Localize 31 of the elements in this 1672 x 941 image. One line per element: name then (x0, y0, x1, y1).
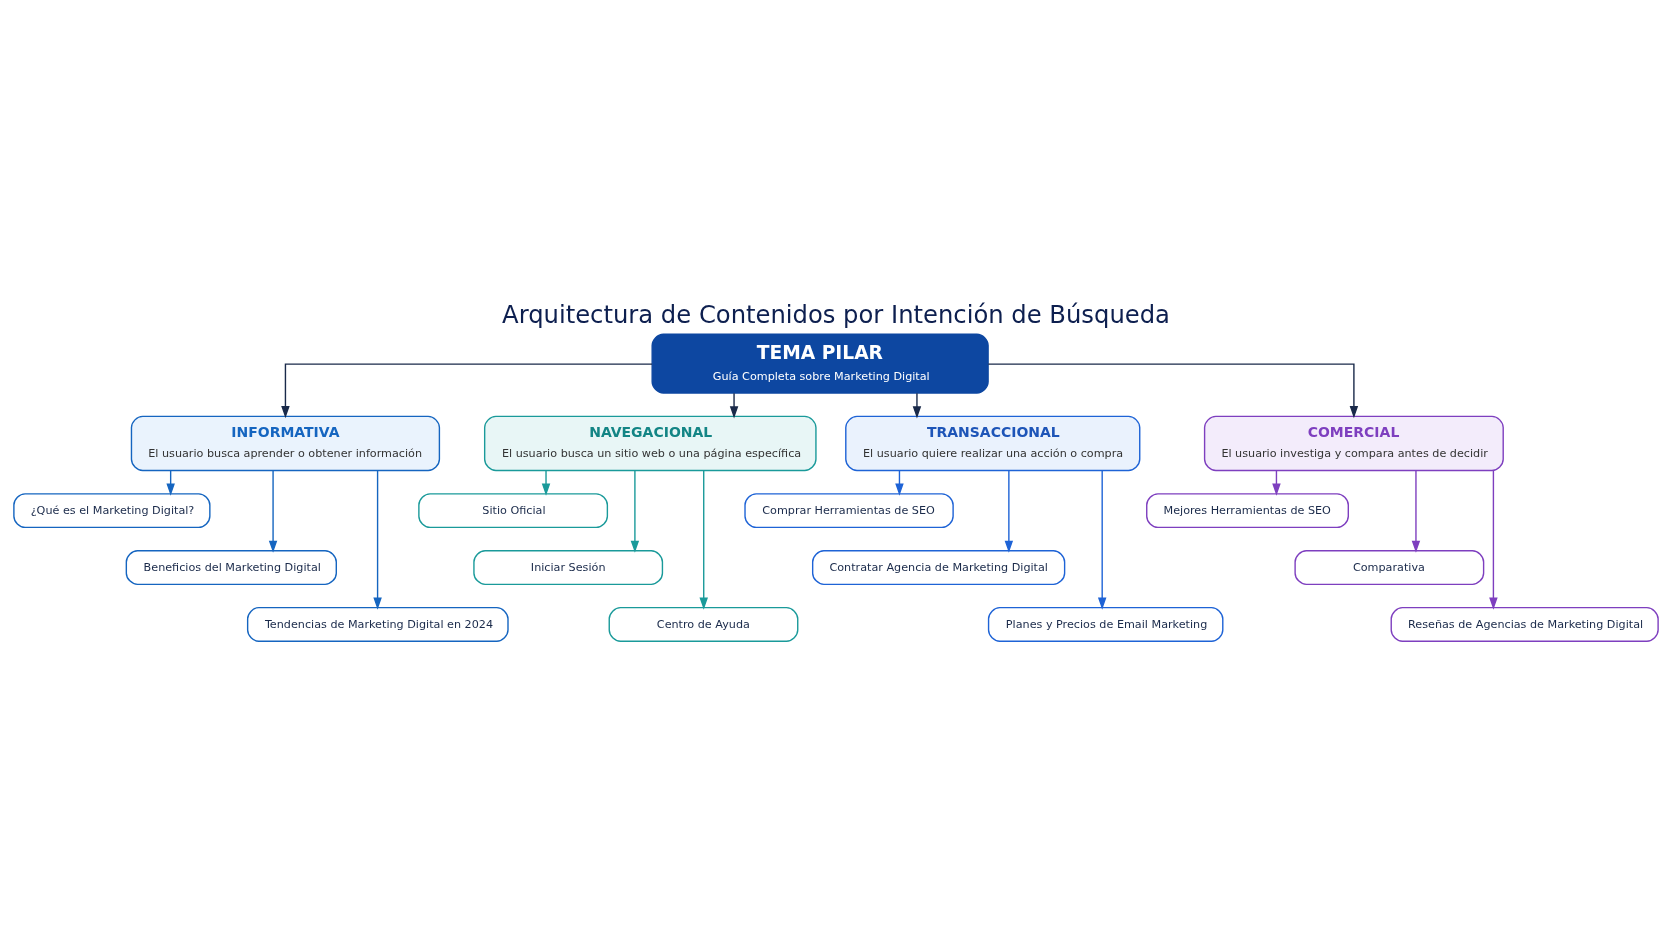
arrow (729, 392, 739, 419)
node-box: TRANSACCIONAL El usuario quiere realizar una acción o compra (845, 415, 1141, 472)
arrow (1411, 470, 1421, 553)
node-box: TEMA PILAR Guía Completa sobre Marketing Digital (651, 333, 989, 394)
node-box: ¿Qué es el Marketing Digital? (13, 493, 211, 529)
node-box: Contratar Agencia de Marketing Digital (811, 550, 1066, 586)
arrow (1489, 469, 1498, 610)
arrow (541, 470, 551, 496)
arrow (912, 392, 922, 419)
arrow (699, 469, 708, 610)
node-box: Planes y Precios de Email Marketing (987, 606, 1224, 642)
node-box: COMERCIAL El usuario investiga y compara antes de decidir (1203, 415, 1504, 472)
node-box: Sitio Oficial (418, 493, 609, 529)
node-box: Beneficios del Marketing Digital (125, 550, 337, 586)
node-box: Iniciar Sesión (473, 550, 664, 586)
node-box: Centro de Ayuda (608, 606, 799, 642)
node-box: NAVEGACIONAL El usuario busca un sitio web o una página específica (483, 415, 817, 472)
diagram-title: Arquitectura de Contenidos por Intención de Búsqueda (502, 299, 1170, 329)
arrow (1004, 470, 1014, 553)
node-box: Reseñas de Agencias de Marketing Digital (1390, 606, 1659, 642)
node-box: Comprar Herramientas de SEO (744, 493, 954, 529)
arrow (1097, 469, 1107, 610)
arrow (987, 363, 1359, 419)
node-box: Comparativa (1294, 550, 1485, 586)
arrow (268, 470, 278, 553)
arrow (630, 470, 640, 553)
arrow (281, 363, 653, 419)
node-box: INFORMATIVA El usuario busca aprender o obtener información (130, 415, 441, 472)
arrow (373, 469, 382, 610)
node-box: Mejores Herramientas de SEO (1146, 493, 1349, 529)
node-box: Tendencias de Marketing Digital en 2024 (246, 606, 509, 642)
